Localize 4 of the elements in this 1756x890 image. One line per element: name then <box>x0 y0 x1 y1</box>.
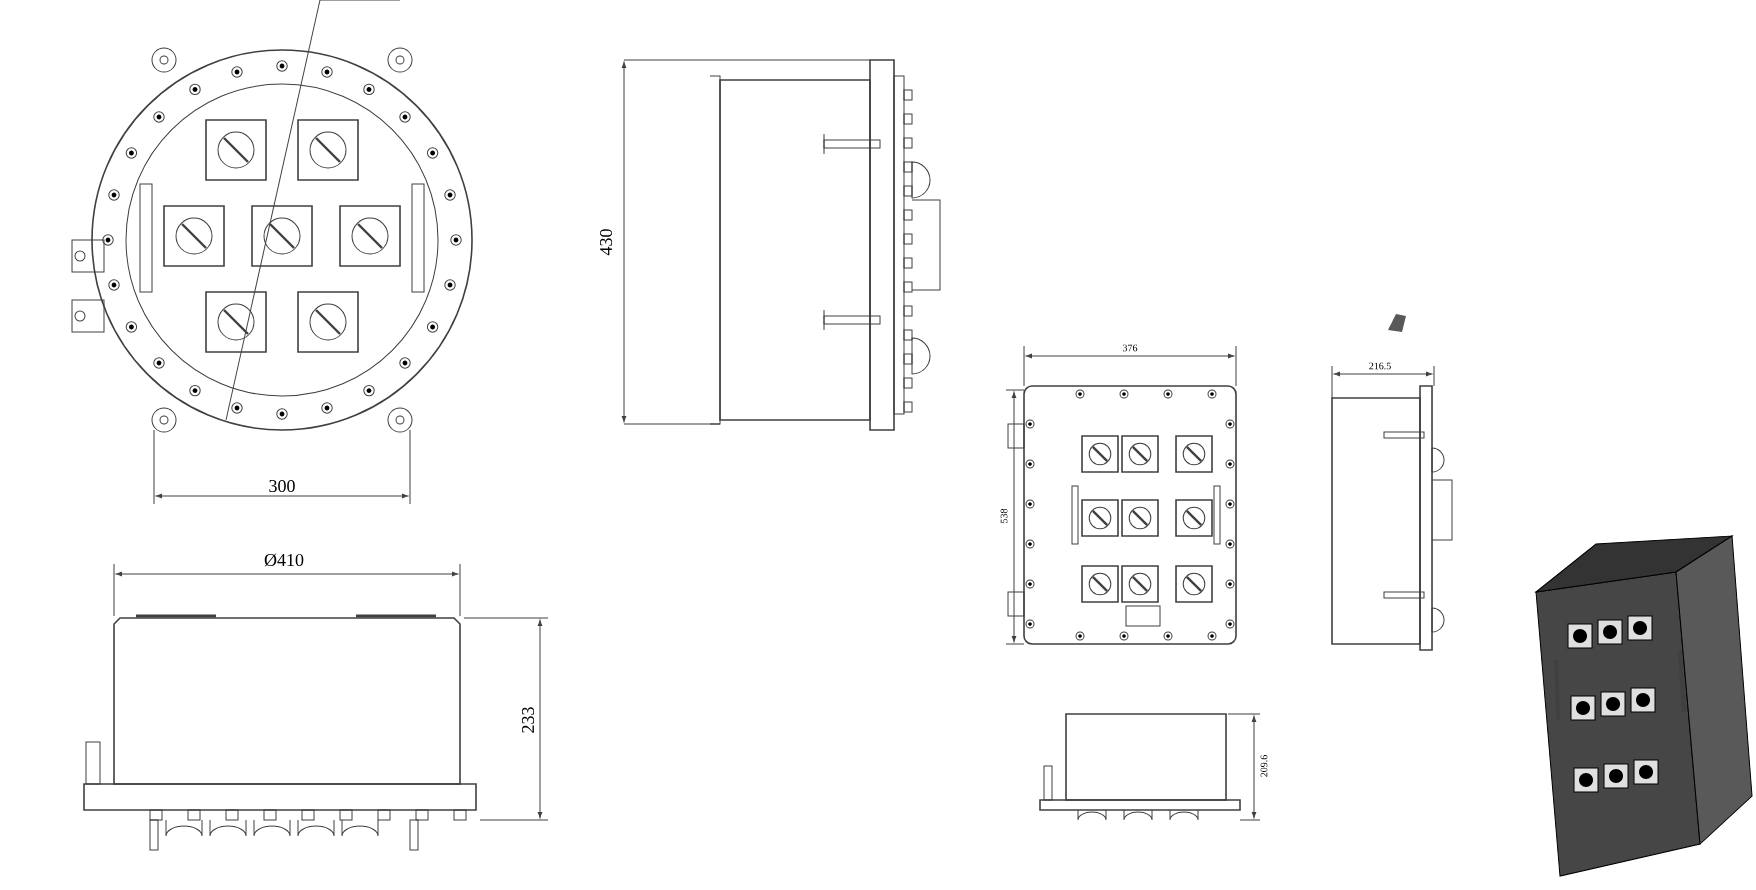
dimension-label: 300 <box>269 479 295 493</box>
dimension-label: 233 <box>521 707 535 733</box>
dimension-label: 430 <box>599 229 613 256</box>
dimension-label: Ø410 <box>264 553 304 567</box>
